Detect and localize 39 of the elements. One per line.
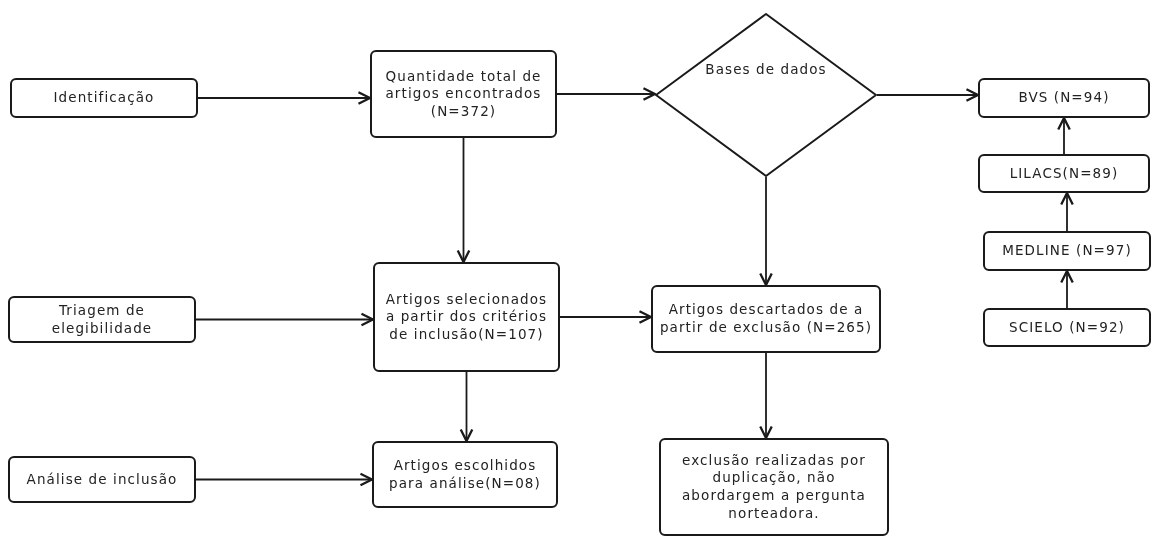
- node-label: Análise de inclusão: [26, 470, 178, 489]
- node-label: LILACS(N=89): [1009, 164, 1119, 183]
- process-box: [372, 441, 558, 508]
- arrow: [197, 91, 372, 105]
- process-box: [659, 438, 889, 536]
- process-box: [370, 50, 557, 138]
- node-label: Artigos selecionados a partir dos critérios de inclusão(N=107): [384, 290, 549, 344]
- process-box: [651, 285, 881, 353]
- node-label: Bases de dados: [705, 61, 827, 79]
- process-box: [978, 154, 1150, 193]
- node-label: SCIELO (N=92): [1009, 318, 1125, 337]
- arrow: [195, 312, 375, 327]
- process-box: [978, 78, 1150, 118]
- decision-diamond: [655, 13, 877, 177]
- process-box: [983, 308, 1151, 347]
- process-box: [8, 296, 196, 343]
- arrow: [459, 371, 474, 443]
- node-label: Identificação: [53, 89, 155, 107]
- node-label: MEDLINE (N=97): [1002, 242, 1132, 260]
- node-label: BVS (N=94): [1018, 89, 1110, 107]
- arrow: [759, 352, 773, 440]
- process-box: [10, 78, 198, 118]
- node-label: Triagem de elegibilidade: [50, 301, 154, 338]
- arrow: [456, 137, 471, 264]
- arrow: [195, 472, 374, 487]
- arrow: [1060, 269, 1074, 309]
- process-box: [983, 231, 1151, 271]
- node-label: Artigos escolhidos para análise(N=08): [388, 456, 542, 493]
- node-label: Artigos descartados de a partir de exclusão (N=265): [658, 301, 874, 337]
- arrow: [1057, 116, 1071, 155]
- arrow: [556, 87, 657, 101]
- process-box: [373, 262, 560, 372]
- node-label: Quantidade total de artigos encontrados (N=372): [384, 67, 543, 121]
- arrow: [1060, 191, 1074, 232]
- arrow: [876, 88, 980, 102]
- node-label: exclusão realizadas por duplicação, não abordargem a pergunta norteadora.: [681, 451, 867, 523]
- arrow: [759, 176, 773, 287]
- arrow: [559, 310, 653, 324]
- process-box: [8, 456, 196, 503]
